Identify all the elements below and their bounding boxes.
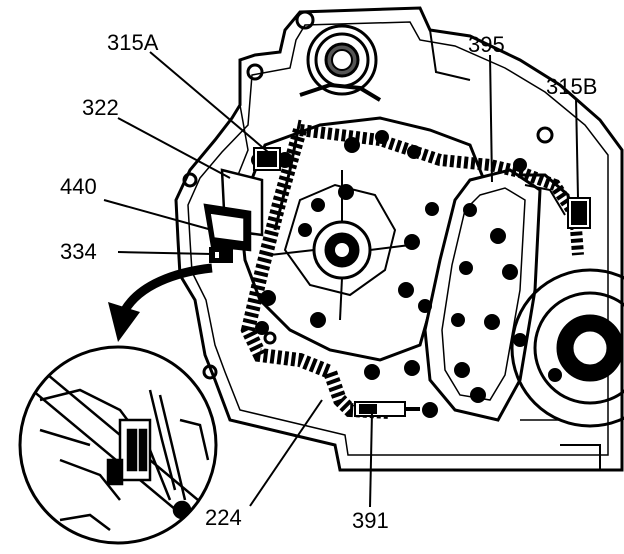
detail-inset bbox=[18, 345, 218, 545]
wiring-harness bbox=[240, 119, 584, 419]
callout-395: 395 bbox=[468, 32, 505, 57]
connector-315b bbox=[567, 197, 591, 229]
drum-housing bbox=[510, 268, 624, 428]
callout-224: 224 bbox=[205, 505, 242, 530]
callout-315b: 315B bbox=[546, 74, 598, 99]
leader-lines bbox=[103, 51, 579, 508]
bracket-322 bbox=[203, 168, 264, 252]
callout-391: 391 bbox=[352, 508, 389, 533]
curved-arrow bbox=[108, 263, 213, 342]
callout-334: 334 bbox=[60, 239, 97, 264]
callout-322: 322 bbox=[82, 95, 119, 120]
connector-315a bbox=[253, 147, 281, 171]
solenoid-body-395 bbox=[423, 168, 542, 422]
case-connector bbox=[299, 24, 382, 102]
callout-440: 440 bbox=[60, 174, 97, 199]
sensor-391 bbox=[354, 401, 420, 417]
connector-334 bbox=[209, 247, 233, 263]
callout-315a: 315A bbox=[107, 30, 159, 55]
